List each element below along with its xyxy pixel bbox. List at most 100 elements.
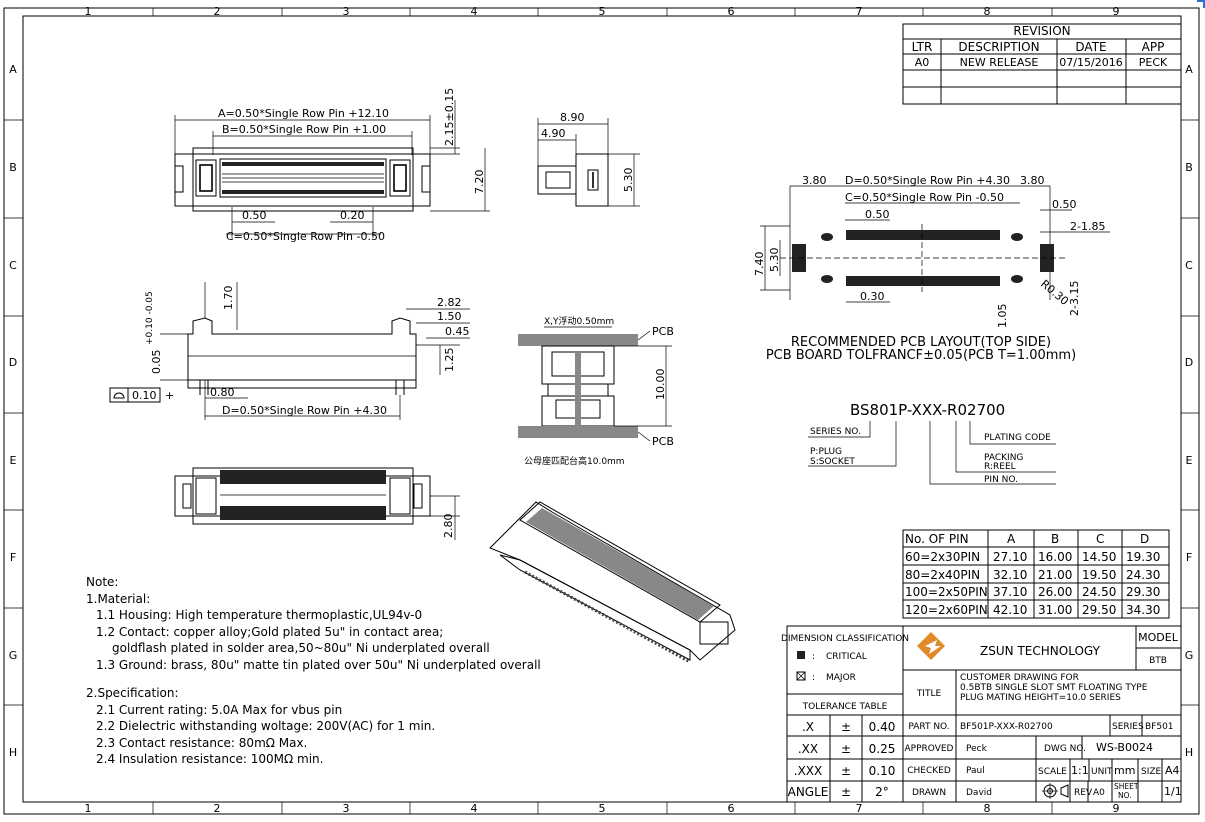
rev-cell: A0 <box>915 56 930 69</box>
unit-value: mm <box>1114 764 1135 777</box>
size-value: A4 <box>1165 764 1180 777</box>
row-label: G <box>1185 649 1194 662</box>
plug-label: P:PLUG <box>810 447 842 457</box>
dim-020: 0.20 <box>340 209 365 222</box>
pin-table: No. OF PIN A B C D 60=2x30PIN 27.10 16.0… <box>902 529 1170 619</box>
sheet-value: 1/1 <box>1164 785 1182 798</box>
rev-cell: 07/15/2016 <box>1059 56 1122 69</box>
drawn-label: DRAWN <box>912 788 946 798</box>
row-label: B <box>9 161 17 174</box>
dim-215: 2.15±0.15 <box>443 88 456 146</box>
pin-header: A <box>1007 532 1016 546</box>
reel-label: R:REEL <box>984 462 1016 472</box>
col-label: 2 <box>214 5 221 18</box>
row-label: E <box>1186 454 1193 467</box>
svg-text::: : <box>812 673 815 683</box>
projection-icon <box>1042 783 1069 799</box>
tol-cell: ANGLE <box>788 785 829 799</box>
pcb-bottom: PCB <box>652 435 674 448</box>
row-label: F <box>10 551 16 564</box>
series-value: BF501 <box>1145 722 1174 732</box>
drawn-value: David <box>966 788 992 798</box>
dim-030: 0.30 <box>860 290 885 303</box>
dim-125: 1.25 <box>443 348 456 373</box>
sheet-label-2: NO. <box>1118 791 1132 800</box>
dim-r030: R0.30 <box>1038 277 1071 308</box>
pcb-dim-d: D=0.50*Single Row Pin +4.30 <box>845 174 1010 187</box>
row-label: B <box>1185 161 1193 174</box>
tol-table-label: TOLERANCE TABLE <box>802 702 888 712</box>
mating-view: X,Y浮动0.50mm PCB PCB 10.00 公母座匹配台高10.0mm <box>518 315 674 467</box>
end-view: 8.90 4.90 5.30 <box>537 111 640 207</box>
pin-cell: 27.10 <box>993 550 1027 564</box>
tol-cell: .X <box>802 720 814 734</box>
pcb-layout: 3.80 D=0.50*Single Row Pin +4.30 3.80 C=… <box>753 174 1110 363</box>
row-label: G <box>9 649 18 662</box>
title-line-1: CUSTOMER DRAWING FOR <box>960 673 1079 683</box>
row-label: H <box>9 746 17 759</box>
rev-header: DATE <box>1075 40 1106 54</box>
rev-header: DESCRIPTION <box>958 40 1039 54</box>
dwg-label: DWG NO. <box>1044 744 1086 754</box>
col-label: 7 <box>856 802 863 815</box>
side-view: 1.70 2.82 1.50 0.45 1.25 0.05 +0.10 -0.0… <box>109 282 470 420</box>
dim-080: 0.80 <box>210 386 235 399</box>
part-code: BS801P-XXX-R02700 <box>850 401 1005 419</box>
pin-header: C <box>1096 532 1104 546</box>
pin-cell: 26.00 <box>1038 585 1072 599</box>
critical-label: CRITICAL <box>826 652 867 662</box>
part-no-label: PART NO. <box>908 722 949 732</box>
part-no-value: BF501P-XXX-R02700 <box>960 722 1053 732</box>
notes-block: Note: 1.Material: 1.1 Housing: High temp… <box>86 574 606 768</box>
company-logo-icon <box>917 632 945 660</box>
isometric-view <box>489 501 736 664</box>
dim-150: 1.50 <box>437 310 462 323</box>
col-label: 9 <box>1113 5 1120 18</box>
spec-item: 2.4 Insulation resistance: 100MΩ min. <box>96 752 324 766</box>
row-label: C <box>9 259 17 272</box>
col-label: 9 <box>1113 802 1120 815</box>
dim-class-label: DIMENSION CLASSIFICATION <box>781 634 909 644</box>
sheet-label-1: SHEET <box>1114 782 1139 791</box>
col-label: 6 <box>728 802 735 815</box>
rev-header: LTR <box>912 40 933 54</box>
model-value: BTB <box>1149 656 1167 666</box>
pin-no-label: PIN NO. <box>984 475 1018 485</box>
tol-cell: ± <box>841 742 851 756</box>
part-number-breakdown: BS801P-XXX-R02700 SERIES NO. P:PLUG S:SO… <box>808 401 1056 485</box>
pin-cell: 42.10 <box>993 603 1027 617</box>
dim-2315: 2-3.15 <box>1068 281 1081 316</box>
dim-282: 2.82 <box>437 296 462 309</box>
col-label: 3 <box>343 802 350 815</box>
dim-105: 1.05 <box>996 304 1009 329</box>
tol-cell: 0.40 <box>869 720 896 734</box>
checked-label: CHECKED <box>907 766 951 776</box>
scale-label: SCALE <box>1038 767 1067 777</box>
pin-cell: 24.30 <box>1126 568 1160 582</box>
company-name: ZSUN TECHNOLOGY <box>980 644 1101 658</box>
plating-label: PLATING CODE <box>984 433 1051 443</box>
pin-cell: 80=2x40PIN <box>905 568 980 582</box>
row-label: C <box>1185 259 1193 272</box>
pin-cell: 37.10 <box>993 585 1027 599</box>
spec-item: 2.1 Current rating: 5.0A Max for vbus pi… <box>96 702 343 717</box>
title-block: DIMENSION CLASSIFICATION : CRITICAL : MA… <box>781 625 1182 803</box>
top-view: A=0.50*Single Row Pin +12.10 B=0.50*Sing… <box>174 88 490 243</box>
title-label: TITLE <box>916 689 942 699</box>
notes-title: Note: <box>86 575 119 589</box>
spec-heading: 2.Specification: <box>86 686 179 700</box>
row-label: A <box>9 63 17 76</box>
spec-item: 2.2 Dielectric withstanding woltage: 200… <box>96 719 436 733</box>
pin-header: No. OF PIN <box>905 532 969 546</box>
dim-c: C=0.50*Single Row Pin -0.50 <box>226 230 385 243</box>
col-label: 1 <box>85 5 92 18</box>
series-label: SERIES <box>1112 722 1144 732</box>
dim-280: 2.80 <box>442 514 455 539</box>
tol-cell: 0.25 <box>869 742 896 756</box>
spec-item: 2.3 Contact resistance: 80mΩ Max. <box>96 735 308 750</box>
rev-cell: PECK <box>1139 56 1168 69</box>
revision-table: REVISION LTR DESCRIPTION DATE APP A0 NEW… <box>902 23 1182 105</box>
row-label: H <box>1185 746 1193 759</box>
corner-marker <box>1197 0 1205 8</box>
dim-490: 4.90 <box>541 127 566 140</box>
